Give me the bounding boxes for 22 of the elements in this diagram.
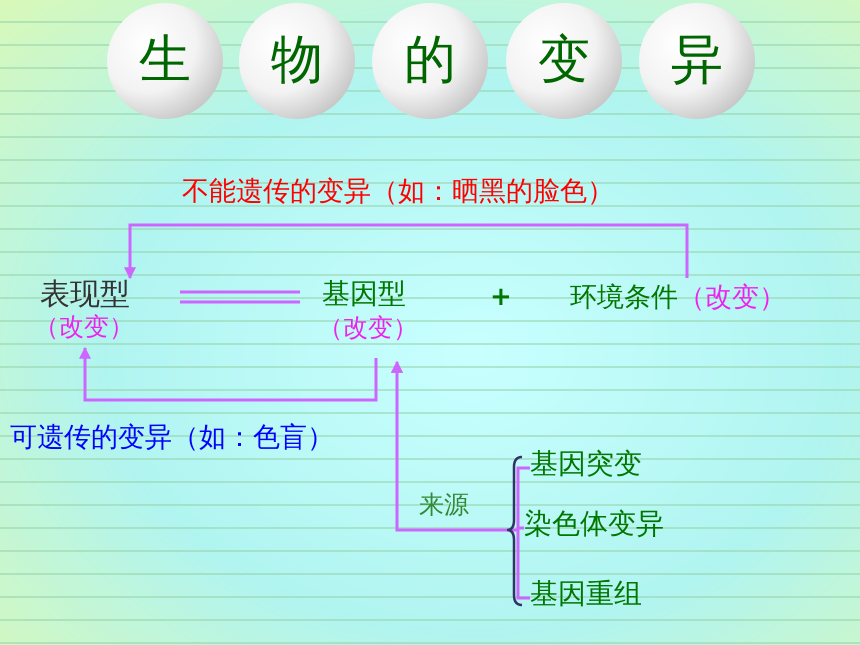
- change-note: （改变）: [678, 282, 786, 314]
- arrow: [391, 360, 530, 600]
- edge-label: 可遗传的变异（如：色盲）: [10, 422, 334, 454]
- double-line: [178, 290, 302, 304]
- node-label: 染色体变异: [524, 508, 665, 540]
- node-label: 环境条件: [570, 282, 678, 314]
- node-label: 基因突变: [530, 448, 643, 480]
- title-character: 变: [538, 31, 590, 91]
- edge-label: 不能遗传的变异（如：晒黑的脸色）: [182, 176, 614, 208]
- change-note: （改变）: [34, 312, 135, 342]
- plus-sign: +: [490, 283, 512, 313]
- change-note: （改变）: [318, 314, 419, 343]
- node-label: 表现型: [40, 278, 131, 312]
- arrow: [79, 346, 378, 402]
- node-label: 基因型: [322, 278, 407, 310]
- title-character: 异: [671, 31, 723, 91]
- arrow: [124, 224, 688, 280]
- title-character: 生: [139, 31, 191, 91]
- edge-label: 来源: [419, 491, 469, 520]
- node-label: 基因重组: [530, 578, 643, 610]
- title-character: 物: [271, 31, 323, 91]
- title-character: 的: [404, 31, 456, 91]
